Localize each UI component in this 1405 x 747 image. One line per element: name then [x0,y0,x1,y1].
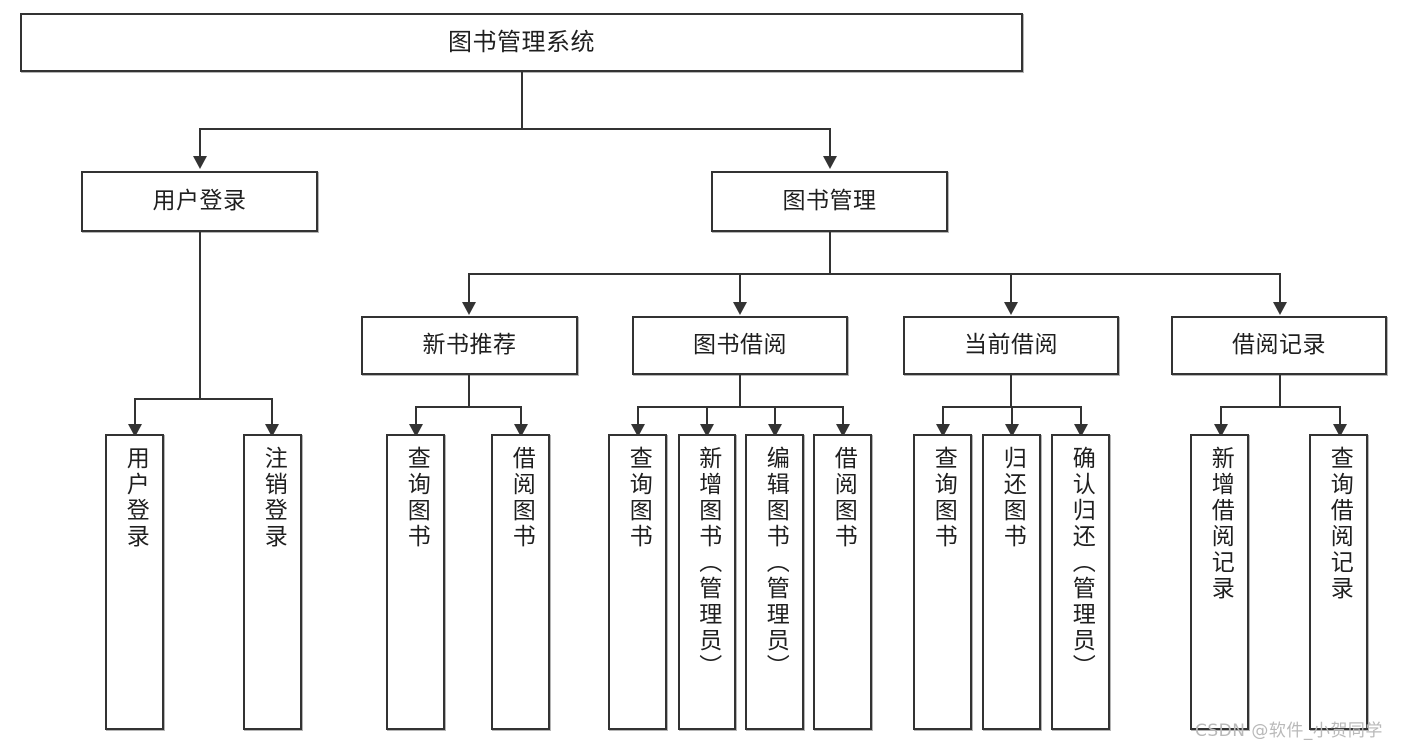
node-label: 确认归还（管理员） [1068,446,1095,680]
node-label: 用户登录 [152,187,247,214]
leaf-query-borrow-record[interactable]: 查询借阅记录 [1309,434,1368,730]
connector-bb-drop-2 [706,406,708,424]
leaf-borrow-book-book-borrow[interactable]: 借阅图书 [813,434,872,730]
connector-bb-drop-1 [637,406,639,424]
leaf-confirm-return-admin[interactable]: 确认归还（管理员） [1051,434,1110,730]
connector-root-to-user-login [199,128,201,156]
node-new-book-recommendation[interactable]: 新书推荐 [361,316,578,375]
connector-nbr-drop-2 [520,406,522,424]
leaf-borrow-book-new-book-rec[interactable]: 借阅图书 [491,434,550,730]
connector-br-drop-1 [1220,406,1222,424]
connector-new-book-rec-stem [468,375,470,407]
connector-nbr-drop-1 [415,406,417,424]
connector-to-current-borrow [1010,273,1012,302]
arrow-to-leaf-confirm-return [1074,424,1088,437]
arrow-to-leaf-query-book-2 [631,424,645,437]
arrow-to-leaf-borrow-book-2 [836,424,850,437]
leaf-edit-book-admin[interactable]: 编辑图书（管理员） [745,434,804,730]
node-label: 查询图书 [625,446,652,550]
connector-root-stem [521,72,523,128]
connector-br-drop-2 [1339,406,1341,424]
connector-cb-drop-1 [942,406,944,424]
connector-book-mgmt-stem [829,232,831,274]
connector-cb-drop-3 [1080,406,1082,424]
node-borrowing-record[interactable]: 借阅记录 [1171,316,1387,375]
arrow-to-leaf-add-record [1214,424,1228,437]
node-label: 当前借阅 [964,331,1058,358]
connector-book-mgmt-bus [468,273,1280,275]
arrow-to-leaf-edit-book [768,424,782,437]
connector-to-book-borrow [739,273,741,302]
arrow-to-leaf-query-book-1 [409,424,423,437]
node-label: 查询借阅记录 [1326,446,1353,602]
node-label: 查询图书 [403,446,430,550]
arrow-to-user-login [193,156,207,169]
node-label: 图书管理系统 [448,28,595,57]
node-label: 查询图书 [930,446,957,550]
arrow-to-current-borrow [1004,302,1018,315]
leaf-add-borrow-record[interactable]: 新增借阅记录 [1190,434,1249,730]
connector-user-login-drop-2 [271,398,273,424]
connector-cb-drop-2 [1011,406,1013,424]
node-label: 借阅图书 [508,446,535,550]
arrow-to-leaf-user-logout [265,424,279,437]
connector-book-borrow-stem [739,375,741,407]
node-book-borrowing[interactable]: 图书借阅 [632,316,848,375]
connector-root-to-book-mgmt [829,128,831,156]
leaf-add-book-admin[interactable]: 新增图书（管理员） [678,434,736,730]
arrow-to-borrow-record [1273,302,1287,315]
csdn-watermark: CSDN @软件_小贺同学 [1195,721,1383,741]
node-label: 借阅图书 [830,446,857,550]
connector-borrow-record-bus [1220,406,1340,408]
node-label: 借阅记录 [1232,331,1326,358]
arrow-to-leaf-borrow-book-1 [514,424,528,437]
leaf-user-logout[interactable]: 注销登录 [243,434,302,730]
node-label: 图书借阅 [693,331,787,358]
arrow-to-leaf-return-book [1005,424,1019,437]
node-label: 用户登录 [122,446,149,550]
connector-to-borrow-record [1279,273,1281,302]
arrow-to-book-borrow [733,302,747,315]
node-label: 新增图书（管理员） [694,446,721,680]
node-current-borrowing[interactable]: 当前借阅 [903,316,1119,375]
node-root-book-management-system[interactable]: 图书管理系统 [20,13,1023,72]
leaf-query-book-current-borrow[interactable]: 查询图书 [913,434,972,730]
arrow-to-leaf-user-login [128,424,142,437]
connector-user-login-drop-1 [134,398,136,424]
node-label: 归还图书 [999,446,1026,550]
leaf-query-book-new-book-rec[interactable]: 查询图书 [386,434,445,730]
arrow-to-book-mgmt [823,156,837,169]
arrow-to-new-book-rec [462,302,476,315]
connector-root-bus [199,128,831,130]
connector-book-borrow-bus [637,406,842,408]
connector-user-login-stem [199,232,201,399]
connector-borrow-record-stem [1279,375,1281,407]
leaf-return-book[interactable]: 归还图书 [982,434,1041,730]
connector-user-login-bus [134,398,272,400]
leaf-query-book-book-borrow[interactable]: 查询图书 [608,434,667,730]
connector-to-new-book-rec [468,273,470,302]
node-label: 编辑图书（管理员） [762,446,789,680]
arrow-to-leaf-query-record [1333,424,1347,437]
connector-new-book-rec-bus [415,406,521,408]
node-label: 图书管理 [782,187,877,214]
node-label: 新增借阅记录 [1207,446,1234,602]
connector-bb-drop-3 [774,406,776,424]
node-book-management[interactable]: 图书管理 [711,171,948,232]
leaf-user-login[interactable]: 用户登录 [105,434,164,730]
node-user-login[interactable]: 用户登录 [81,171,318,232]
node-label: 新书推荐 [422,331,517,358]
arrow-to-leaf-add-book [700,424,714,437]
node-label: 注销登录 [260,446,287,550]
connector-bb-drop-4 [842,406,844,424]
connector-current-borrow-stem [1010,375,1012,407]
arrow-to-leaf-query-book-3 [936,424,950,437]
